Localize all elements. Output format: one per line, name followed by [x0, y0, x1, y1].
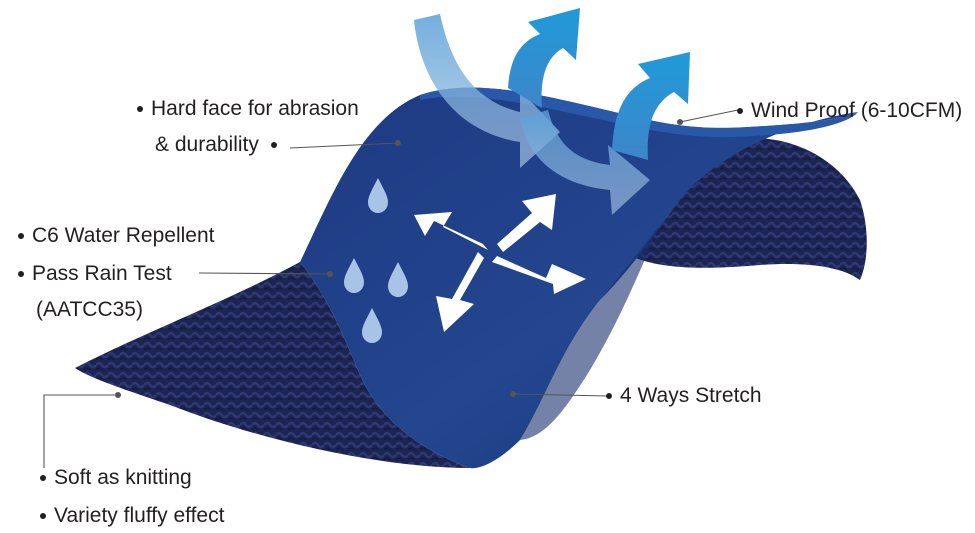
label-stretch: 4 Ways Stretch — [606, 382, 762, 409]
label-wind-proof-text: Wind Proof (6-10CFM) — [751, 99, 963, 122]
bullet-dot — [137, 106, 143, 113]
label-fluffy-effect-text: Variety fluffy effect — [54, 504, 225, 527]
label-hard-face: Hard face for abrasion — [137, 95, 359, 122]
bullet-dot — [18, 233, 24, 240]
label-water-repellent: C6 Water Repellent — [18, 222, 214, 249]
label-hard-face-line1: Hard face for abrasion — [151, 97, 359, 120]
label-stretch-text: 4 Ways Stretch — [620, 384, 762, 407]
label-aatcc: (AATCC35) — [36, 296, 143, 323]
label-rain-test: Pass Rain Test — [18, 260, 172, 287]
label-durability: & durability — [155, 131, 277, 158]
airflow-arrows-icon — [414, 8, 690, 215]
label-rain-test-line1: Pass Rain Test — [32, 262, 172, 285]
label-fluffy-effect: Variety fluffy effect — [40, 502, 224, 529]
bullet-dot — [18, 271, 24, 278]
bullet-dot — [737, 108, 743, 115]
label-rain-test-line2: (AATCC35) — [36, 298, 143, 321]
label-soft-knitting: Soft as knitting — [40, 464, 192, 491]
label-hard-face-line2: & durability — [155, 133, 259, 156]
bullet-dot — [40, 475, 46, 482]
bullet-dot — [606, 393, 612, 400]
water-droplet-icon — [344, 178, 408, 343]
label-water-repellent-text: C6 Water Repellent — [32, 224, 215, 247]
leader-lines — [43, 109, 739, 468]
label-wind-proof: Wind Proof (6-10CFM) — [737, 97, 962, 124]
bullet-dot — [270, 142, 277, 149]
label-soft-knitting-text: Soft as knitting — [54, 466, 192, 489]
four-way-arrows-icon — [414, 194, 586, 332]
bullet-dot — [40, 513, 46, 520]
knit-back-lower — [75, 262, 470, 468]
